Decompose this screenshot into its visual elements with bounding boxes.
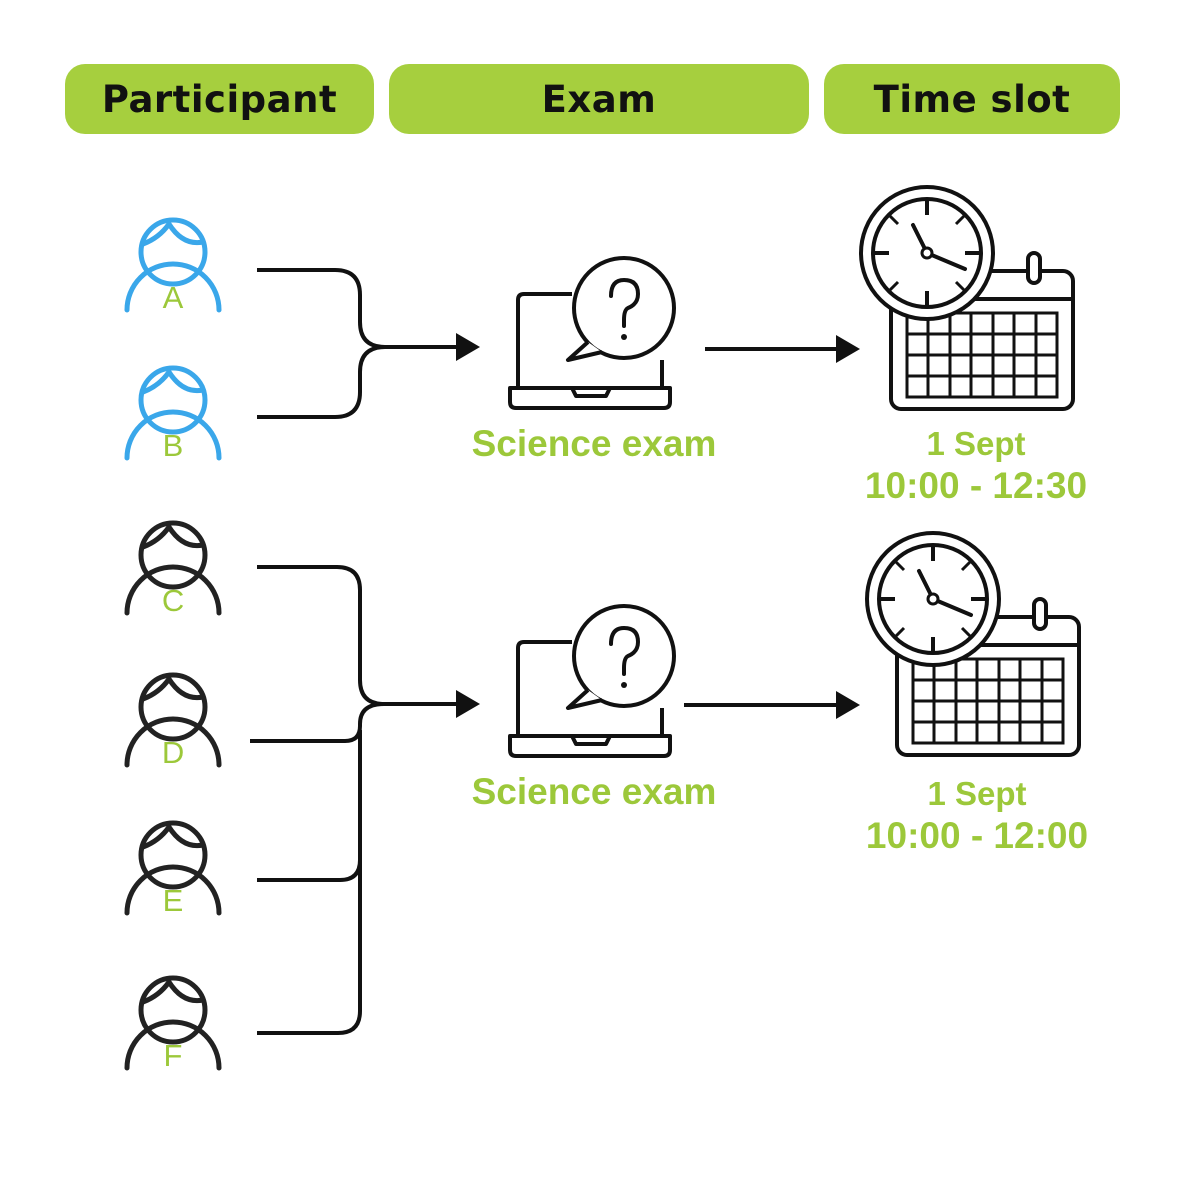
participant-label: B: [163, 428, 184, 463]
arrow-exam-2-slot: [684, 691, 860, 719]
exam-label: Science exam: [472, 423, 717, 464]
participant-f: F: [127, 978, 219, 1073]
header-exam: Exam: [389, 64, 809, 134]
participant-c: C: [127, 523, 219, 618]
clock-calendar-icon: [865, 531, 1081, 757]
arrowhead-icon: [836, 335, 860, 363]
participant-d: D: [127, 675, 219, 770]
connector-line-f: [257, 860, 362, 1035]
connector-line-e: [257, 730, 362, 882]
participant-e: E: [127, 823, 219, 918]
slot-date: 1 Sept: [926, 425, 1025, 462]
arrowhead-icon: [456, 690, 480, 718]
time-slot-2: 1 Sept 10:00 - 12:00: [865, 531, 1088, 856]
participant-label: F: [164, 1038, 183, 1073]
exam-2: Science exam: [472, 604, 717, 812]
header-participant: Participant: [65, 64, 374, 134]
participant-label: D: [162, 735, 184, 770]
slot-date: 1 Sept: [927, 775, 1026, 812]
clock-calendar-icon: [859, 185, 1075, 411]
connector-line-c: [257, 565, 385, 706]
header-time-slot: Time slot: [824, 64, 1120, 134]
slot-time: 10:00 - 12:00: [866, 815, 1088, 856]
participant-label: E: [163, 883, 184, 918]
participant-label: C: [162, 583, 184, 618]
connector-line-b: [257, 345, 386, 419]
exam-label: Science exam: [472, 771, 717, 812]
time-slot-1: 1 Sept 10:00 - 12:30: [859, 185, 1087, 506]
arrowhead-icon: [456, 333, 480, 361]
exam-1: Science exam: [472, 256, 717, 464]
participant-a: A: [127, 220, 219, 315]
connector-group-2: [250, 565, 480, 1035]
connector-line-d: [250, 702, 385, 743]
participant-label: A: [163, 280, 184, 315]
arrow-exam-1-slot: [705, 335, 860, 363]
connector-line-a: [257, 268, 386, 349]
slot-time: 10:00 - 12:30: [865, 465, 1087, 506]
laptop-question-icon: [508, 256, 676, 410]
arrowhead-icon: [836, 691, 860, 719]
participant-b: B: [127, 368, 219, 463]
connector-group-1: [257, 268, 480, 419]
laptop-question-icon: [508, 604, 676, 758]
